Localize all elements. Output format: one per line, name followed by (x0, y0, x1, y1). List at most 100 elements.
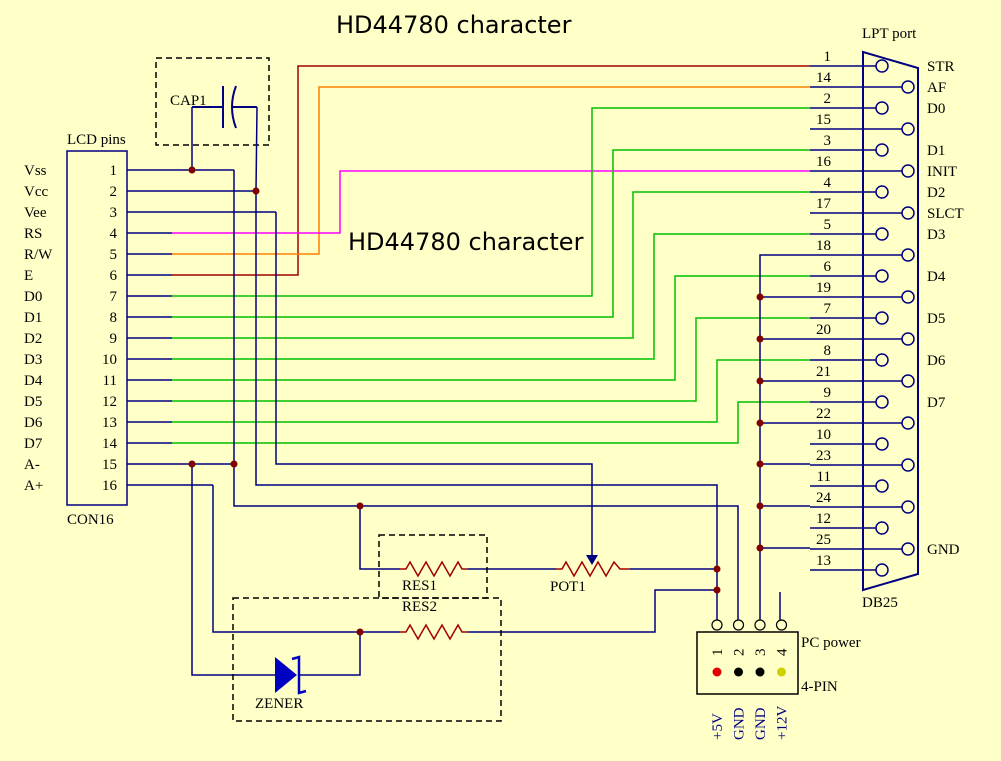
lcd-pin-name: Vss (24, 163, 47, 179)
lpt-pin-socket (875, 563, 889, 577)
power-title: PC power (801, 635, 861, 651)
lpt-pin-socket (901, 542, 915, 556)
lpt-pin-socket (875, 59, 889, 73)
power-pin-label: +12V (775, 706, 791, 740)
lpt-pin-signal: D6 (927, 353, 946, 369)
lpt-pin-signal: SLCT (927, 206, 964, 222)
wire-d0 (172, 107, 810, 297)
power-pin-number: 1 (710, 649, 726, 657)
power-pin-label: +5V (710, 713, 726, 740)
wire-rs (172, 170, 810, 234)
lcd-pin-name: A+ (24, 478, 43, 494)
lcd-pin-number: 16 (102, 478, 118, 494)
lpt-footer: DB25 (862, 595, 898, 611)
lcd-header: LCD pins (67, 132, 126, 148)
lpt-pin-number: 19 (816, 280, 831, 296)
db25-connector-body (862, 50, 919, 592)
lpt-pin-signal: D7 (927, 395, 946, 411)
lpt-pin-number: 5 (824, 217, 832, 233)
lpt-pin-signal: D0 (927, 101, 945, 117)
lpt-pin-number: 7 (824, 301, 832, 317)
lpt-pin-socket (901, 332, 915, 346)
lpt-pin-list: 1STR14AF2D0153D116INIT4D217SLCT5D3186D41… (810, 49, 964, 577)
lcd-pin-name: A- (24, 457, 40, 473)
pc-power-connector-body (696, 631, 799, 695)
lcd-pin-name: D6 (24, 415, 43, 431)
lpt-pin-number: 21 (816, 364, 831, 380)
power-pin-dot (777, 667, 786, 677)
lpt-pin-socket (875, 101, 889, 115)
lpt-pin-number: 3 (824, 133, 832, 149)
lcd-pin-number: 1 (110, 163, 118, 179)
lpt-pin-socket (901, 164, 915, 178)
lpt-pin-socket (901, 122, 915, 136)
lpt-pin-signal: INIT (927, 164, 957, 180)
lpt-pin-signal: GND (927, 542, 960, 558)
lpt-pin-signal: AF (927, 80, 946, 96)
lcd-pin-name: R/W (24, 247, 53, 263)
pot-wiper-arrow (586, 555, 598, 565)
lcd-pin-name: D2 (24, 331, 42, 347)
lpt-pin-number: 17 (816, 196, 832, 212)
lpt-pin-socket (875, 311, 889, 325)
zener-diode (275, 655, 307, 695)
lcd-pin-number: 5 (110, 247, 118, 263)
power-pin-number: 3 (753, 649, 769, 657)
res1-label: RES1 (402, 578, 437, 594)
power-pin-label: GND (732, 707, 748, 740)
lcd-pin-number: 8 (110, 310, 118, 326)
lcd-pin-number: 12 (102, 394, 117, 410)
lpt-pin-number: 16 (816, 154, 832, 170)
lcd-pin-name: Vcc (24, 184, 48, 200)
resistor-res2 (400, 623, 468, 641)
lpt-pin-number: 15 (816, 112, 831, 128)
power-pin-label: GND (753, 707, 769, 740)
wire-d6 (172, 359, 810, 423)
lpt-pin-socket (875, 437, 889, 451)
lcd-pin-number: 11 (103, 373, 117, 389)
title-top: HD44780 character (336, 11, 572, 39)
lcd-pin-name: D1 (24, 310, 42, 326)
lcd-pin-number: 13 (102, 415, 117, 431)
lpt-pin-socket (901, 458, 915, 472)
lpt-pin-socket (875, 521, 889, 535)
lpt-pin-socket (875, 269, 889, 283)
lcd-pin-number: 3 (110, 205, 118, 221)
lcd-pin-number: 6 (110, 268, 118, 284)
lpt-pin-number: 1 (824, 49, 832, 65)
lpt-pin-number: 11 (817, 469, 831, 485)
res2-zener-dashed-box (232, 597, 502, 722)
lpt-pin-number: 20 (816, 322, 831, 338)
wire-d7 (172, 401, 810, 444)
lpt-pin-socket (901, 80, 915, 94)
power-subtitle: 4-PIN (801, 679, 838, 695)
wire-e (172, 65, 810, 276)
lpt-pin-number: 18 (816, 238, 831, 254)
lpt-pin-socket (901, 290, 915, 304)
wire-d1 (172, 149, 810, 318)
lcd-pin-number: 14 (102, 436, 118, 452)
lpt-pin-socket (875, 185, 889, 199)
power-pin-number: 2 (732, 649, 748, 657)
wire-d3 (172, 233, 810, 360)
lpt-pin-signal: D5 (927, 311, 945, 327)
lcd-pin-number: 4 (110, 226, 118, 242)
lpt-pin-number: 25 (816, 532, 831, 548)
wire-rw (172, 86, 810, 255)
wire-d5 (172, 317, 810, 402)
wire-d2 (172, 191, 810, 339)
lcd-pin-name: E (24, 268, 33, 284)
lpt-pin-number: 24 (816, 490, 832, 506)
lpt-pin-socket (875, 227, 889, 241)
lcd-pin-number: 15 (102, 457, 117, 473)
lcd-pin-name: RS (24, 226, 42, 242)
lpt-pin-number: 6 (824, 259, 832, 275)
lcd-pin-number: 10 (102, 352, 117, 368)
lcd-footer: CON16 (67, 512, 114, 528)
lpt-pin-signal: D4 (927, 269, 946, 285)
lcd-pin-number: 7 (110, 289, 118, 305)
lcd-pin-name: D0 (24, 289, 42, 305)
lpt-pin-socket (875, 353, 889, 367)
